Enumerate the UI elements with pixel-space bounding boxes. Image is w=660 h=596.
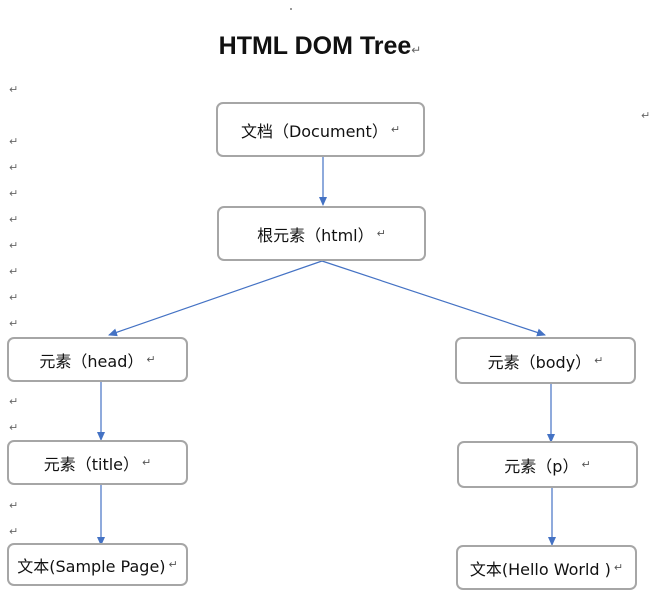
paragraph-mark-icon: ↵ [613,561,624,574]
paragraph-mark-icon: ↵ [9,525,19,538]
node-title: 元素（title）↵ [7,440,188,485]
paragraph-mark-icon: ↵ [641,109,651,122]
node-title-label: 元素（title） [43,454,140,474]
node-document: 文档（Document）↵ [216,102,425,157]
paragraph-mark-icon: ↵ [594,354,604,367]
paragraph-mark-icon: ↵ [411,43,422,57]
stray-dot [290,8,292,10]
node-html: 根元素（html）↵ [217,206,426,261]
paragraph-mark-icon: ↵ [146,353,156,366]
paragraph-mark-icon: ↵ [9,83,19,96]
paragraph-mark-icon: ↵ [9,291,19,304]
edge-html-head [108,260,323,337]
diagram-title-text: HTML DOM Tree [218,32,412,60]
paragraph-mark-icon: ↵ [9,317,19,330]
node-text-sample-page-label: 文本(Sample Page) [17,556,166,576]
node-text-hello-world: 文本(Hello World )↵ [456,545,637,590]
node-p: 元素（p）↵ [457,441,638,488]
node-p-label: 元素（p） [504,456,579,476]
edge-html-body [321,260,546,337]
node-head: 元素（head）↵ [7,337,188,382]
paragraph-mark-icon: ↵ [9,187,19,200]
paragraph-mark-icon: ↵ [9,213,19,226]
node-document-label: 文档（Document） [240,121,388,141]
paragraph-mark-icon: ↵ [168,558,178,571]
node-body: 元素（body）↵ [455,337,636,384]
node-body-label: 元素（body） [487,352,592,372]
node-head-label: 元素（head） [39,351,144,371]
node-text-hello-world-label: 文本(Hello World ) [469,559,611,579]
diagram-title: HTML DOM Tree↵ [0,32,640,61]
paragraph-mark-icon: ↵ [581,458,591,471]
paragraph-mark-icon: ↵ [376,227,386,240]
paragraph-mark-icon: ↵ [9,265,19,278]
paragraph-mark-icon: ↵ [390,123,401,136]
paragraph-mark-icon: ↵ [9,161,19,174]
paragraph-mark-icon: ↵ [9,421,19,434]
paragraph-mark-icon: ↵ [9,499,19,512]
paragraph-mark-icon: ↵ [9,395,19,408]
paragraph-mark-icon: ↵ [142,456,152,469]
node-html-label: 根元素（html） [257,225,374,245]
node-text-sample-page: 文本(Sample Page)↵ [7,543,188,586]
paragraph-mark-icon: ↵ [9,135,19,148]
paragraph-mark-icon: ↵ [9,239,19,252]
